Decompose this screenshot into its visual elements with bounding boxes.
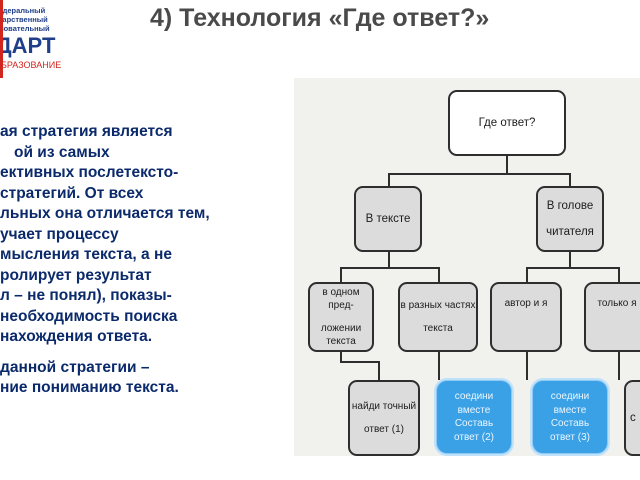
node-partial-right-label: с (630, 412, 636, 424)
answer-box-3-line: ответ (3) (550, 431, 590, 443)
text-line: данной стратегии – (0, 358, 150, 376)
logo-wordmark: ДАРТ (0, 33, 56, 58)
node-different-parts-label-2: текста (423, 323, 453, 334)
text-line: необходимость поиска (0, 307, 178, 325)
text-line: ая стратегия является (0, 123, 173, 140)
logo-line-2: государственный (0, 15, 48, 24)
node-in-text: В тексте (354, 186, 422, 252)
node-different-parts-label-1: в разных частях (400, 300, 476, 311)
body-text: ая стратегия является ой из самых ективн… (0, 122, 275, 399)
text-line: учает процессу (0, 225, 119, 243)
answer-box-3-line: соедини (550, 391, 590, 402)
text-line: ективных послетексто- (0, 164, 179, 181)
answer-box-2-line: Составь (454, 418, 494, 429)
answer-box-2-line: соедини (454, 391, 494, 402)
text-line: нахождения ответа. (0, 328, 153, 345)
node-different-parts: в разных частях текста (398, 282, 478, 352)
answer-box-3-line: Составь (550, 418, 590, 429)
answer-box-2-line: вместе (457, 404, 491, 416)
node-only-me-label: только я (597, 298, 637, 309)
logo-subtitle: ОБРАЗОВАНИЕ (0, 60, 62, 70)
node-in-head: В голове читателя (536, 186, 604, 252)
node-only-me: только я (584, 282, 640, 352)
node-one-sentence-label-1: в одном пред- (322, 287, 360, 311)
answer-box-2: соедини вместе Составь ответ (2) (436, 380, 512, 454)
text-line: стратегий. От всех (0, 184, 144, 202)
text-line: ой из самых (14, 143, 110, 161)
node-find-exact-label-2: ответ (1) (364, 424, 404, 435)
answer-box-3: соедини вместе Составь ответ (3) (532, 380, 608, 454)
text-line: ролирует результат (0, 266, 152, 284)
page-title: 4) Технология «Где ответ?» (150, 4, 490, 32)
logo-line-3: образовательный (0, 24, 50, 33)
answer-box-2-line: ответ (2) (454, 431, 494, 443)
logo: Федеральный государственный образователь… (0, 0, 62, 82)
logo-line-1: Федеральный (0, 6, 46, 15)
node-find-exact: найди точный ответ (1) (348, 380, 420, 456)
diagram: Где ответ? В тексте В голове читателя в … (278, 78, 640, 480)
answer-box-3-line: вместе (553, 404, 587, 416)
node-in-head-label-1: В голове (546, 200, 594, 212)
text-line: ние пониманию текста. (0, 379, 179, 396)
node-one-sentence: в одном пред- ложении текста (308, 282, 374, 352)
node-find-exact-label-1: найди точный (351, 401, 417, 412)
root-node-label: Где ответ? (478, 117, 536, 129)
node-author-and-me-label: автор и я (504, 298, 548, 309)
node-in-head-label-2: читателя (546, 226, 594, 238)
root-node: Где ответ? (448, 90, 566, 156)
logo-bar (0, 0, 3, 78)
node-author-and-me: автор и я (490, 282, 562, 352)
node-partial-right: с (624, 380, 640, 456)
text-line: мысления текста, а не (0, 246, 172, 263)
text-line: льных она отличается тем, (0, 205, 210, 222)
node-one-sentence-label-2: ложении текста (320, 323, 362, 347)
node-in-text-label: В тексте (365, 213, 411, 225)
text-line: л – не понял), показы- (0, 287, 172, 304)
